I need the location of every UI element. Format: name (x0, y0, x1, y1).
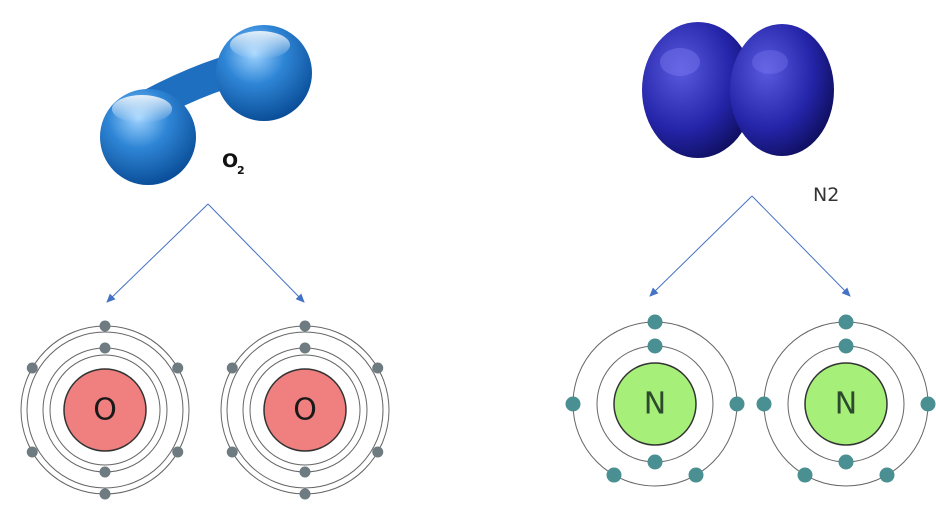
outer-electron (797, 467, 813, 483)
inner-electron (99, 342, 111, 354)
o2-arrow-right (207, 203, 305, 303)
inner-electron (99, 466, 111, 478)
n2-molecule-image (642, 22, 834, 158)
outer-electron (372, 362, 384, 374)
n2-label: N2 (813, 184, 839, 206)
o2-subscript: 2 (237, 164, 245, 177)
outer-orbit-line (226, 331, 384, 489)
inner-electron (647, 454, 663, 470)
inner-orbit-line (249, 354, 361, 466)
outer-electron (879, 467, 895, 483)
outer-electron (647, 314, 663, 330)
outer-electron (606, 467, 622, 483)
nitrogen-atom-1: N (565, 314, 745, 487)
oxygen-atom-2: O (220, 320, 390, 500)
outer-electron (26, 362, 38, 374)
outer-electron (756, 396, 772, 412)
inner-electron (838, 454, 854, 470)
nucleus-symbol: N (835, 387, 857, 422)
n2-arrow-left (649, 195, 753, 297)
o2-label: O (222, 150, 238, 172)
outer-electron (299, 488, 311, 500)
outer-electron (920, 396, 936, 412)
outer-electron (99, 488, 111, 500)
o2-arrow-left (106, 203, 209, 303)
n2-arrow-right (751, 195, 851, 297)
outer-electron (99, 320, 111, 332)
outer-electron (26, 446, 38, 458)
nucleus-symbol: O (293, 393, 317, 428)
inner-electron (647, 338, 663, 354)
outer-electron (838, 314, 854, 330)
outer-electron (372, 446, 384, 458)
nucleus-symbol: N (644, 387, 666, 422)
nucleus-symbol: O (93, 393, 117, 428)
outer-electron (226, 362, 238, 374)
outer-electron (172, 446, 184, 458)
nucleus (613, 362, 697, 446)
inner-electron (299, 342, 311, 354)
outer-electron (565, 396, 581, 412)
outer-electron (729, 396, 745, 412)
o2-arrows (106, 203, 305, 303)
outer-electron (226, 446, 238, 458)
inner-orbit-line (49, 354, 161, 466)
inner-electron (299, 466, 311, 478)
inner-electron (838, 338, 854, 354)
nitrogen-atom-2: N (756, 314, 936, 487)
nucleus (804, 362, 888, 446)
n2-arrows (649, 195, 851, 297)
outer-electron (172, 362, 184, 374)
nucleus (263, 368, 347, 452)
outer-orbit-line (26, 331, 184, 489)
o2-molecule-image (100, 25, 312, 185)
outer-electron (299, 320, 311, 332)
o2-formula-label: O 2 (222, 150, 245, 177)
nucleus (63, 368, 147, 452)
oxygen-atom-1: O (20, 320, 190, 500)
outer-electron (688, 467, 704, 483)
